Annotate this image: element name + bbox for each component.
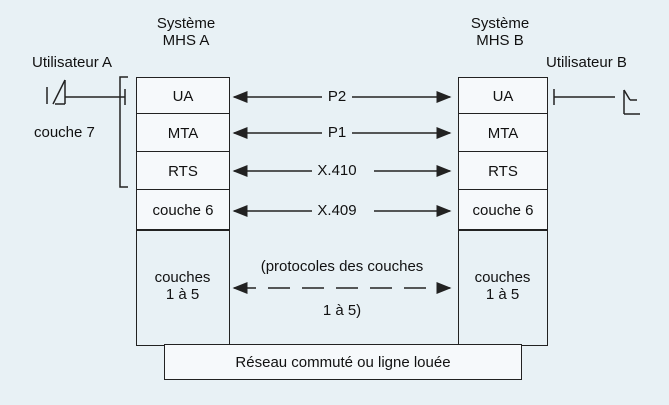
lower-protocols-line2: 1 à 5) — [322, 302, 362, 319]
lower-protocols-line1: (protocoles des couches — [260, 258, 424, 275]
right-layer-ua: UA — [458, 77, 548, 115]
left-layer-ua: UA — [136, 77, 230, 115]
left-system-title-line1: Système — [156, 15, 216, 32]
layer7-bracket — [119, 76, 128, 188]
user-b-label: Utilisateur B — [546, 54, 627, 71]
right-system-title-line2: MHS B — [476, 32, 524, 49]
left-layer-mta: MTA — [136, 113, 230, 153]
user-b-terminal-icon — [623, 89, 640, 115]
right-bottom-line2: 1 à 5 — [485, 286, 520, 303]
left-layers-1-5: couches 1 à 5 — [136, 229, 230, 346]
protocol-p2-label: P2 — [327, 88, 347, 105]
layer7-label: couche 7 — [34, 124, 95, 141]
network-box: Réseau commuté ou ligne louée — [164, 344, 522, 380]
right-system-title-line1: Système — [470, 15, 530, 32]
right-layer-6: couche 6 — [458, 189, 548, 231]
right-layer-rts: RTS — [458, 151, 548, 191]
right-layer-mta: MTA — [458, 113, 548, 153]
protocol-x410-label: X.410 — [317, 162, 357, 179]
user-a-label: Utilisateur A — [32, 54, 113, 71]
protocol-x409-label: X.409 — [317, 202, 357, 219]
left-layer-rts: RTS — [136, 151, 230, 191]
protocol-p1-label: P1 — [327, 124, 347, 141]
user-a-terminal-icon — [46, 79, 66, 105]
right-layers-1-5: couches 1 à 5 — [458, 229, 548, 346]
left-layer-6: couche 6 — [136, 189, 230, 231]
left-bottom-line2: 1 à 5 — [165, 286, 200, 303]
left-bottom-line1: couches — [154, 269, 211, 286]
left-system-title-line2: MHS A — [162, 32, 210, 49]
right-bottom-line1: couches — [474, 269, 531, 286]
